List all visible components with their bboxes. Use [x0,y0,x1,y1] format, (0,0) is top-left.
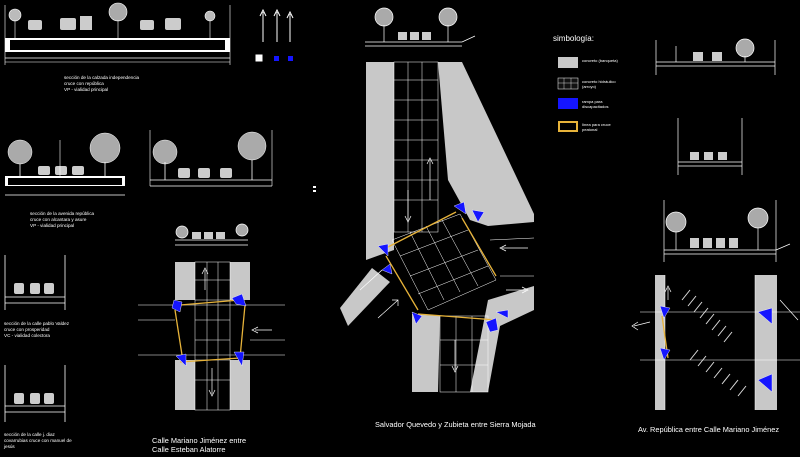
street-section-2 [5,132,125,196]
right-plan-title: Av. República entre Calle Mariano Jiméne… [638,425,780,434]
section-caption-2-line2: cruce con alcantara y asure [30,217,87,222]
left-plan-title-line1: Calle Mariano Jiménez entre [152,436,247,445]
right-street-sections [655,38,791,262]
section-caption-3: sección de la calle pablo Valdez cruce c… [4,321,104,339]
section-caption-4: sección de la calle j. diaz covarrubias … [4,432,104,450]
street-section-3 [4,255,66,310]
legend-item-crosswalk: línea para cruce peatonal [582,122,611,132]
section-caption-3-line3: VC - vialidad colectora [4,333,50,338]
legend-item-hydraulic-concrete: concreto hidráulico (arroyo) [582,79,616,89]
left-plan-title: Calle Mariano Jiménez entre Calle Esteba… [152,436,246,454]
street-section-4 [4,365,66,422]
section-caption-2: sección de la avenida república cruce co… [30,211,140,229]
section-caption-1-line3: VP - vialidad principal [64,87,109,92]
street-section-2b [149,130,273,187]
section-caption-4-line2: covarrubias cruce con manuel de [4,438,72,443]
section-caption-4-line3: jesús [4,444,15,449]
small-marker [313,186,316,192]
left-plan-title-line2: Calle Esteban Alatorre [152,445,226,454]
section-caption-1: sección de la calzada independencia cruc… [64,75,184,93]
legend-item-concrete: concreto (banqueta) [582,58,618,63]
street-section-1 [4,2,231,65]
section-caption-4-line1: sección de la calle j. diaz [4,432,55,437]
arrow-symbols [255,8,294,62]
legend-swatches [557,57,579,132]
section-caption-3-line2: cruce con prosperidad [4,327,50,332]
center-plan-title: Salvador Quevedo y Zubieta entre Sierra … [375,420,536,429]
center-intersection-plan [340,7,535,393]
section-caption-1-line2: cruce con república [64,81,104,86]
section-caption-1-line1: sección de la calzada independencia [64,75,140,80]
section-caption-2-line1: sección de la avenida república [30,211,95,216]
section-caption-2-line3: VP - vialidad principal [30,223,75,228]
left-intersection-plan [138,223,285,411]
legend-item-ramp: rampa para discapacitados [582,99,609,109]
section-caption-3-line1: sección de la calle pablo Valdez [4,321,70,326]
right-intersection-plan [631,275,800,410]
legend-title: simbología: [553,34,594,43]
